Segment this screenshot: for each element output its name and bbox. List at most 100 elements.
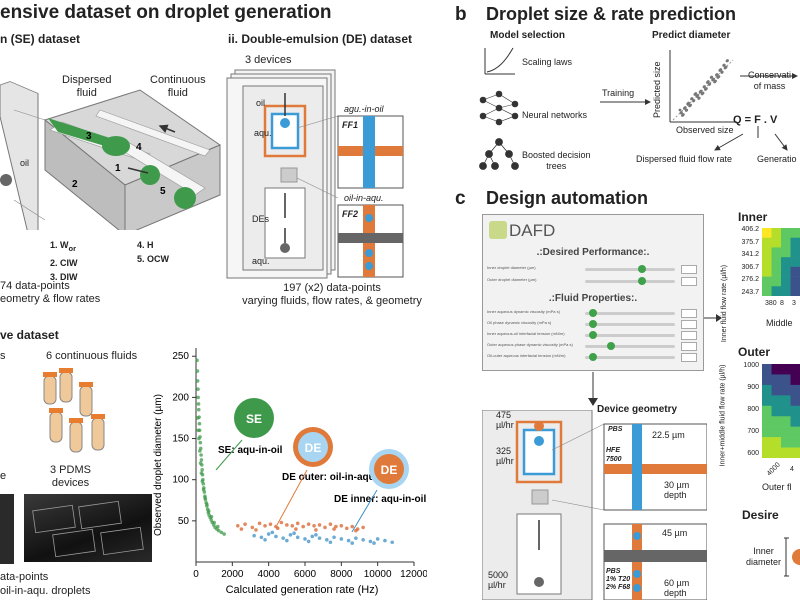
pdms-line-2: devices xyxy=(51,477,90,489)
scatter-point-series-1 xyxy=(196,402,201,406)
flow-rate-2-unit: µl/hr xyxy=(496,456,514,466)
scatter-point-series-3 xyxy=(390,540,394,545)
mini-scatter-point xyxy=(698,90,702,94)
pbs2-line-2: 1% T20 xyxy=(606,576,631,583)
inner-diameter-indicator xyxy=(784,537,800,577)
dafd-slider-knob[interactable] xyxy=(589,309,598,317)
model-selection-label: Model selection xyxy=(490,30,566,41)
mini-scatter-point xyxy=(700,92,704,96)
dim-60-depth-label: depth xyxy=(664,588,687,598)
inner-xtick-3: 3 xyxy=(792,300,796,307)
scatter-point-series-1 xyxy=(195,358,199,363)
inner-heatmap-xlabel: Middle xyxy=(766,318,793,328)
scatter-point-series-1 xyxy=(196,387,200,391)
scatter-x-tick-label: 6000 xyxy=(294,569,317,580)
device-geometry-label: Device geometry xyxy=(597,404,678,415)
scatter-point-series-2 xyxy=(354,528,358,533)
heatmap-cell xyxy=(771,228,782,239)
dafd-value-box[interactable] xyxy=(681,320,697,329)
geom-num-5: 5 xyxy=(160,186,166,197)
heatmap-cell xyxy=(771,286,782,296)
mini-scatter-point xyxy=(716,76,720,79)
dafd-value-box[interactable] xyxy=(681,353,697,362)
dafd-slider-track[interactable] xyxy=(585,345,675,348)
dafd-slider-knob[interactable] xyxy=(638,265,647,273)
de-devices-label: 3 devices xyxy=(245,54,292,66)
dafd-slider-track[interactable] xyxy=(585,323,675,326)
heatmap-cell xyxy=(790,447,800,458)
heatmap-cell xyxy=(790,374,800,386)
scatter-point-series-1 xyxy=(196,407,201,412)
scatter-point-series-1 xyxy=(209,514,214,519)
dafd-slider-track[interactable] xyxy=(585,356,675,359)
dafd-slider-knob[interactable] xyxy=(638,277,647,285)
dafd-slider-knob[interactable] xyxy=(589,353,598,361)
continuous-fluids-label: 6 continuous fluids xyxy=(46,350,138,362)
param-w: 1. W xyxy=(50,240,69,250)
scatter-y-tick-label: 100 xyxy=(172,475,189,486)
mini-scatter-point xyxy=(702,85,706,89)
dafd-slider-knob[interactable] xyxy=(589,320,598,328)
pbs-label-top: PBS xyxy=(608,426,623,433)
heatmap-cell xyxy=(762,416,772,427)
dafd-param-row: Outer droplet diameter (µm) xyxy=(487,277,699,286)
mini-scatter-point xyxy=(723,66,727,70)
dafd-value-box[interactable] xyxy=(681,277,697,286)
heatmap-cell xyxy=(771,405,782,417)
se-caption: SE: aqu-in-oil xyxy=(218,445,283,456)
dafd-value-box[interactable] xyxy=(681,342,697,351)
scatter-point-series-2 xyxy=(250,525,255,530)
scatter-point-series-1 xyxy=(197,436,201,441)
dafd-slider-track[interactable] xyxy=(585,334,675,337)
outer-xtick-1: 4000 xyxy=(765,461,782,478)
dafd-slider-knob[interactable] xyxy=(589,331,598,339)
scatter-point-series-1 xyxy=(199,471,204,475)
scatter-point-series-2 xyxy=(268,522,273,526)
conservation-line-2: of mass xyxy=(753,81,786,91)
scatter-point-series-1 xyxy=(195,369,200,373)
scatter-point-series-3 xyxy=(314,533,318,537)
scatter-point-series-3 xyxy=(368,539,373,544)
hfe-line-1: HFE xyxy=(606,447,620,454)
param-h: 4. H xyxy=(137,240,154,250)
se-outlet-dot xyxy=(0,174,12,186)
scatter-point-series-1 xyxy=(206,509,211,513)
dafd-value-box[interactable] xyxy=(681,265,697,274)
scatter-y-tick-label: 150 xyxy=(172,434,189,445)
hfe-line-2: 7500 xyxy=(606,456,622,463)
panel-c-letter: c xyxy=(455,188,466,209)
dafd-param-label: Outer droplet diameter (µm) xyxy=(487,277,537,282)
dafd-param-label: Oil phase dynamic viscosity (mPa s) xyxy=(487,320,552,325)
de-oil-label: oil xyxy=(256,98,266,108)
dafd-slider-knob[interactable] xyxy=(606,342,615,350)
se-params-right: 4. H 5. OCW xyxy=(137,238,169,266)
dafd-slider-track[interactable] xyxy=(585,280,675,283)
mass-conservation-formula: Q = F . V xyxy=(733,114,777,126)
dafd-value-box[interactable] xyxy=(681,309,697,318)
dafd-slider-track[interactable] xyxy=(585,268,675,271)
heatmap-cell xyxy=(790,266,800,277)
outer-heatmap-title: Outer xyxy=(738,345,771,359)
scatter-point-series-2 xyxy=(263,523,267,528)
param-ocw: 5. OCW xyxy=(137,254,170,264)
scatter-point-series-2 xyxy=(312,523,316,528)
heatmap-cell xyxy=(781,276,791,287)
predictive-dataset-title: ve dataset xyxy=(0,328,59,342)
boosted-line-1: Boosted decision xyxy=(522,150,591,160)
dafd-logo-icon xyxy=(489,221,507,239)
de-outer-caption: DE outer: oil-in-aqu xyxy=(282,472,375,483)
se-data-points: 74 data-points eometry & flow rates xyxy=(0,280,100,306)
heatmap-cell xyxy=(762,286,772,296)
dafd-slider-track[interactable] xyxy=(585,312,675,315)
param-ciw: 2. CIW xyxy=(50,257,78,268)
heatmap-y-tick: 800 xyxy=(747,406,759,413)
de-dataset-title: ii. Double-emulsion (DE) dataset xyxy=(228,32,413,46)
dispersed-fluid-label: Dispersed fluid xyxy=(62,74,112,99)
microscope-image-fragment xyxy=(0,494,14,564)
outer-heatmap-ylabel: Inner+middle fluid flow rate (µl/h) xyxy=(719,364,727,467)
dafd-value-box[interactable] xyxy=(681,331,697,340)
neural-networks-label: Neural networks xyxy=(522,110,588,120)
